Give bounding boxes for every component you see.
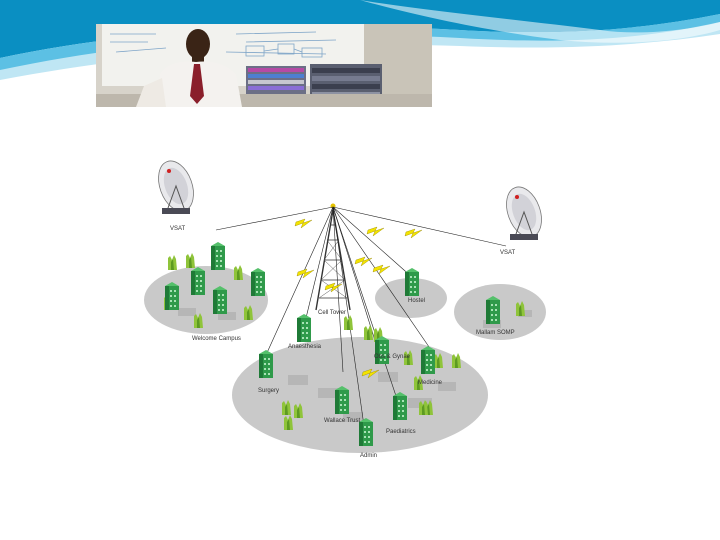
site-label: Admin xyxy=(360,453,377,459)
site-label: Hostel xyxy=(408,298,425,304)
signal-bolt-icon xyxy=(367,227,384,236)
signal-bolt-icon xyxy=(297,269,314,278)
site-label: Medicine xyxy=(418,380,443,386)
site-label: Mallam SOMP xyxy=(476,330,515,336)
network-diagram: VSAT VSAT Welcome Campus Mallam SOMP Hos… xyxy=(138,150,558,465)
satellite-dish-icon xyxy=(152,156,200,216)
site-label: Surgery xyxy=(258,388,279,394)
presenter-photo xyxy=(96,24,432,107)
signal-bolt-icon xyxy=(355,257,372,266)
main-campus-ground xyxy=(144,266,268,334)
signal-bolt-icon xyxy=(373,265,390,274)
tower-label: Cell Tower xyxy=(318,310,346,316)
site-label: Wallace Trust xyxy=(324,418,360,424)
site-label: VSAT xyxy=(500,250,516,256)
hostel-building xyxy=(405,268,419,296)
site-label: VSAT xyxy=(170,226,186,232)
signal-bolt-icon xyxy=(295,219,312,228)
site-label: Obs & Gynae xyxy=(374,354,411,360)
site-label: Paediatrics xyxy=(386,429,416,435)
site-label: Anaesthesia xyxy=(288,344,322,350)
satellite-dish-icon xyxy=(500,182,548,242)
site-label: Welcome Campus xyxy=(192,336,241,342)
signal-bolt-icon xyxy=(405,229,422,238)
